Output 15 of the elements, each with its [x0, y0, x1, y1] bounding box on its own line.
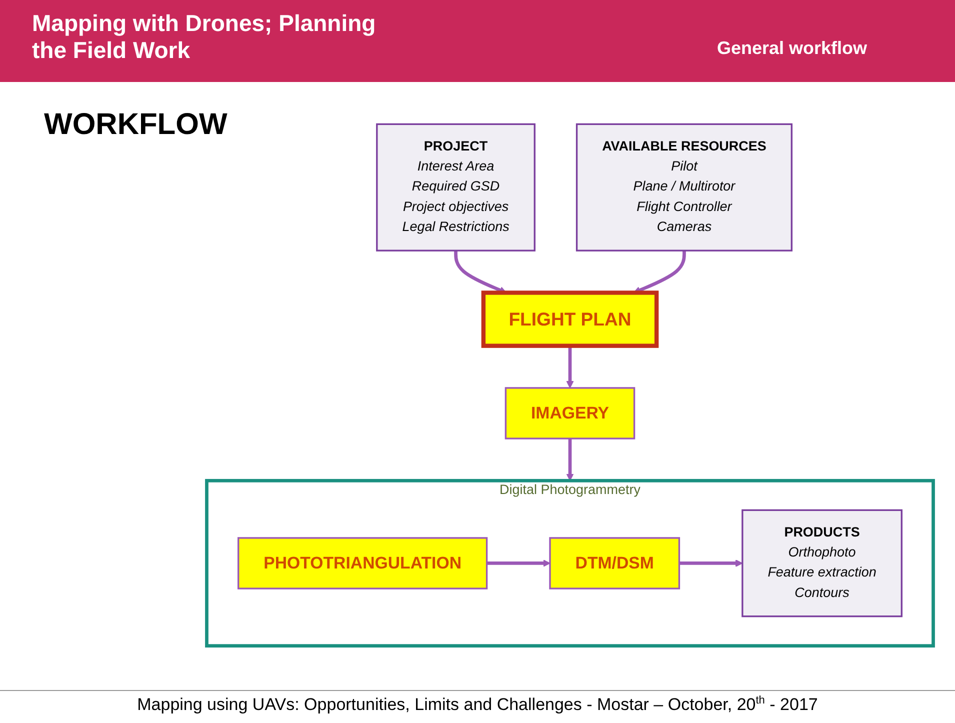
node-box: IMAGERY — [504, 387, 636, 440]
arrow — [566, 438, 574, 481]
node-box: FLIGHT PLAN — [481, 290, 659, 348]
arrow — [566, 346, 574, 388]
section-label: General workflow — [716, 38, 867, 59]
node-box: PROJECT Interest Area Required GSD Project objectives Legal Restrictions — [376, 123, 536, 252]
heading: WORKFLOW — [44, 108, 228, 142]
node-box: DTM/DSM — [549, 537, 680, 590]
node-box: PHOTOTRIANGULATION — [238, 537, 488, 590]
node-box: AVAILABLE RESOURCES Pilot Plane / Multirotor Flight Controller Cameras — [576, 123, 792, 252]
arrow — [486, 560, 550, 567]
arrow — [679, 560, 743, 567]
node-box: PRODUCTS Orthophoto Feature extraction Contours — [742, 509, 902, 618]
slide-title: Mapping with Drones; Planning the Field Work — [32, 10, 377, 64]
footer-text: Mapping using UAVs: Opportunities, Limits and Challenges - Mostar – October, 20$^{th}$ - 2017 — [0, 690, 955, 717]
